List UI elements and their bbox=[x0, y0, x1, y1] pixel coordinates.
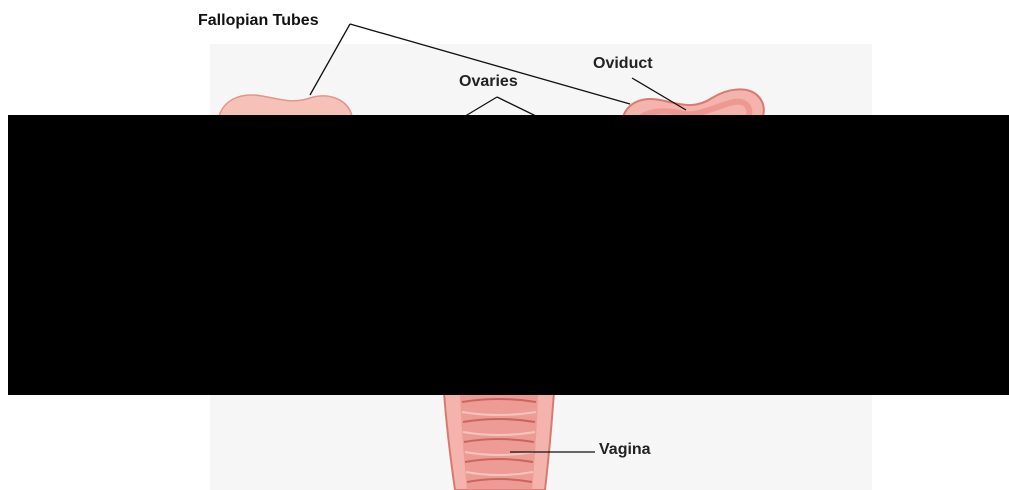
vagina-label: Vagina bbox=[599, 441, 651, 459]
ovaries-label: Ovaries bbox=[459, 73, 518, 91]
redaction-block bbox=[8, 115, 1009, 395]
oviduct-label: Oviduct bbox=[593, 55, 653, 73]
fallopian-tubes-leader bbox=[310, 24, 630, 104]
fallopian-tubes-label: Fallopian Tubes bbox=[198, 12, 319, 30]
